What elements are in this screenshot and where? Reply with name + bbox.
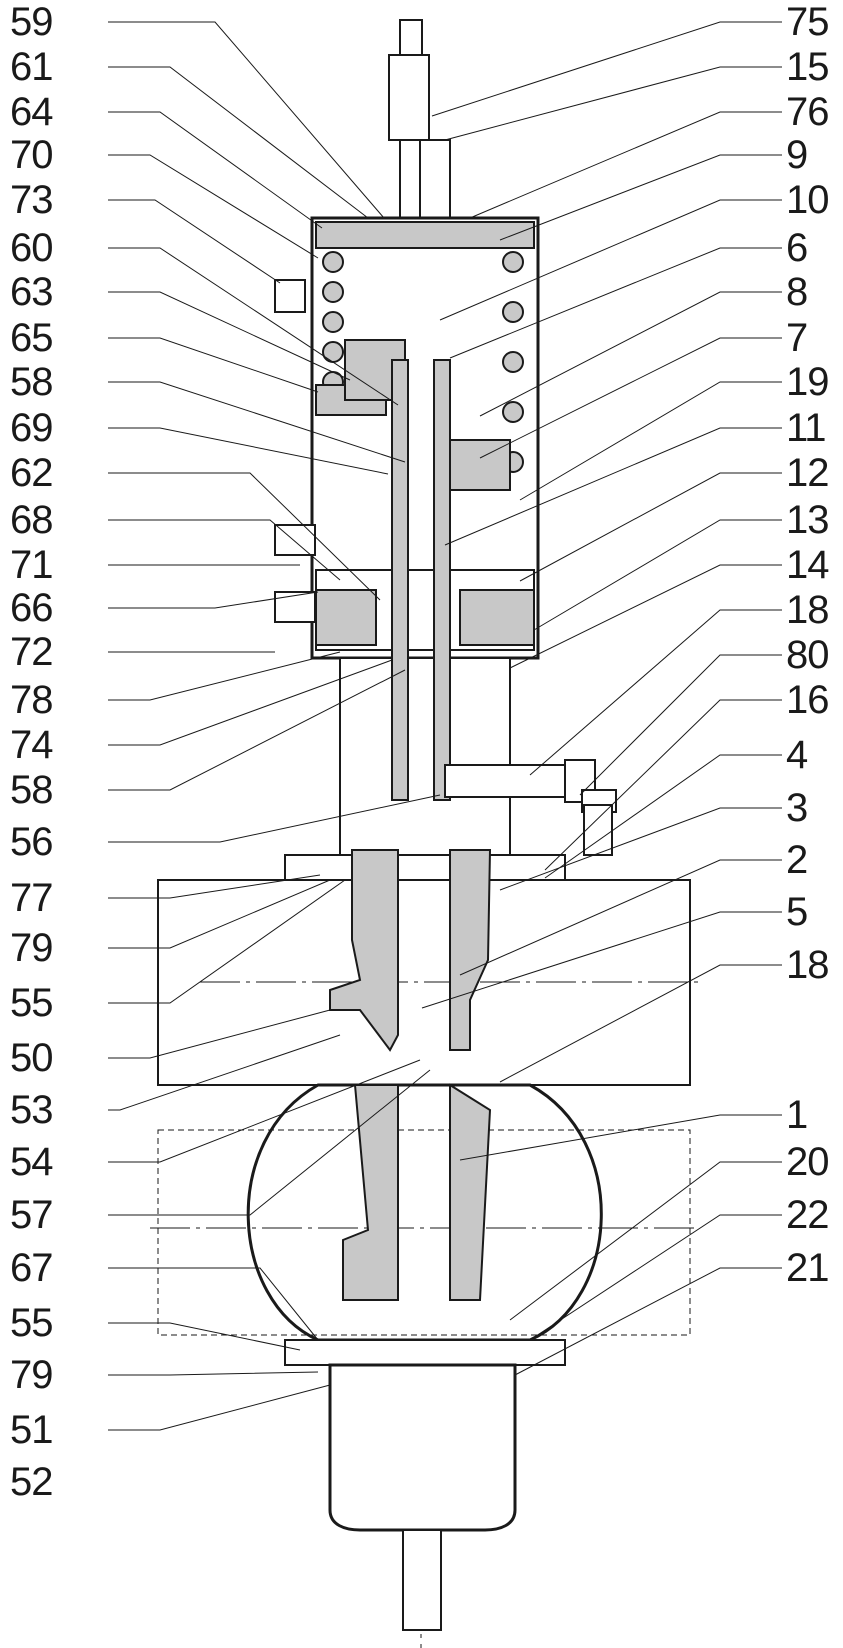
callout-right-17: 4 bbox=[786, 733, 808, 777]
callout-left-21: 79 bbox=[10, 926, 53, 970]
callout-left-4: 70 bbox=[10, 133, 53, 177]
callout-right-16: 16 bbox=[786, 678, 829, 722]
callout-right-1: 75 bbox=[786, 0, 829, 44]
callout-left-9: 58 bbox=[10, 360, 53, 404]
lower-plug-left bbox=[342, 1084, 399, 1301]
drain-hose-barb bbox=[402, 1529, 442, 1631]
callout-left-20: 77 bbox=[10, 876, 53, 920]
valve-plug-right bbox=[449, 849, 492, 1051]
callout-left-15: 72 bbox=[10, 630, 53, 674]
indicator-housing bbox=[388, 54, 430, 141]
callout-right-13: 14 bbox=[786, 543, 829, 587]
callout-right-22: 1 bbox=[786, 1093, 808, 1137]
callout-right-19: 2 bbox=[786, 838, 808, 882]
callout-left-25: 54 bbox=[10, 1140, 53, 1184]
callout-right-10: 11 bbox=[786, 406, 827, 450]
callout-left-6: 60 bbox=[10, 226, 53, 270]
callout-right-14: 18 bbox=[786, 588, 829, 632]
lower-plug-right bbox=[449, 1083, 492, 1301]
air-fitting-middle bbox=[274, 524, 316, 556]
upper-clamp bbox=[284, 854, 566, 881]
stem-guide-right bbox=[433, 359, 451, 801]
valve-plug bbox=[329, 849, 399, 1052]
lower-clamp bbox=[284, 1339, 566, 1366]
air-fitting-top bbox=[274, 279, 306, 313]
valve-body-outline bbox=[150, 19, 700, 1648]
callout-left-28: 55 bbox=[10, 1301, 53, 1345]
lower-piston-right bbox=[459, 589, 535, 646]
callout-right-21: 18 bbox=[786, 943, 829, 987]
lower-piston-left bbox=[315, 589, 377, 646]
callout-right-23: 20 bbox=[786, 1140, 829, 1184]
callout-left-18: 58 bbox=[10, 768, 53, 812]
callout-right-3: 76 bbox=[786, 90, 829, 134]
callout-right-9: 19 bbox=[786, 360, 829, 404]
callout-left-26: 57 bbox=[10, 1193, 53, 1237]
sensor-cable bbox=[583, 804, 613, 856]
air-fitting-lower bbox=[274, 591, 316, 623]
callout-right-8: 7 bbox=[786, 316, 808, 360]
callout-left-24: 53 bbox=[10, 1088, 53, 1132]
callout-left-14: 66 bbox=[10, 586, 53, 630]
callout-right-7: 8 bbox=[786, 270, 808, 314]
callout-left-3: 64 bbox=[10, 90, 53, 134]
callout-left-12: 68 bbox=[10, 498, 53, 542]
callout-left-2: 61 bbox=[10, 45, 53, 89]
callout-right-12: 13 bbox=[786, 498, 829, 542]
callout-left-29: 79 bbox=[10, 1353, 53, 1397]
callout-left-22: 55 bbox=[10, 981, 53, 1025]
lower-sphere-dashed-envelope bbox=[157, 1129, 691, 1336]
callout-left-10: 69 bbox=[10, 406, 53, 450]
lantern-yoke bbox=[339, 657, 511, 859]
callout-left-19: 56 bbox=[10, 820, 53, 864]
callout-right-6: 6 bbox=[786, 226, 808, 270]
stem-guide-left bbox=[391, 359, 409, 801]
callout-left-13: 71 bbox=[10, 543, 53, 587]
callout-right-25: 21 bbox=[786, 1246, 829, 1290]
callout-left-30: 51 bbox=[10, 1408, 53, 1452]
callout-left-23: 50 bbox=[10, 1036, 53, 1080]
lower-sphere-housing bbox=[246, 1083, 603, 1342]
callout-right-5: 10 bbox=[786, 178, 829, 222]
callout-right-15: 80 bbox=[786, 633, 829, 677]
callout-right-4: 9 bbox=[786, 133, 808, 177]
callout-left-8: 65 bbox=[10, 316, 53, 360]
callout-left-16: 78 bbox=[10, 678, 53, 722]
callout-left-11: 62 bbox=[10, 451, 53, 495]
callout-right-11: 12 bbox=[786, 451, 829, 495]
callout-left-5: 73 bbox=[10, 178, 53, 222]
callout-left-7: 63 bbox=[10, 270, 53, 314]
position-sensor bbox=[444, 764, 566, 798]
callout-right-20: 5 bbox=[786, 890, 808, 934]
drain-pot bbox=[328, 1363, 517, 1532]
actuator-top-cap bbox=[315, 221, 535, 249]
callout-left-31: 52 bbox=[10, 1460, 53, 1504]
callout-left-1: 59 bbox=[10, 0, 53, 44]
callout-right-18: 3 bbox=[786, 786, 808, 830]
callout-left-17: 74 bbox=[10, 723, 53, 767]
callout-right-24: 22 bbox=[786, 1193, 829, 1237]
switch-cap bbox=[419, 139, 451, 221]
leader-lines bbox=[108, 21, 782, 1431]
callout-right-2: 15 bbox=[786, 45, 829, 89]
callout-left-27: 67 bbox=[10, 1246, 53, 1290]
